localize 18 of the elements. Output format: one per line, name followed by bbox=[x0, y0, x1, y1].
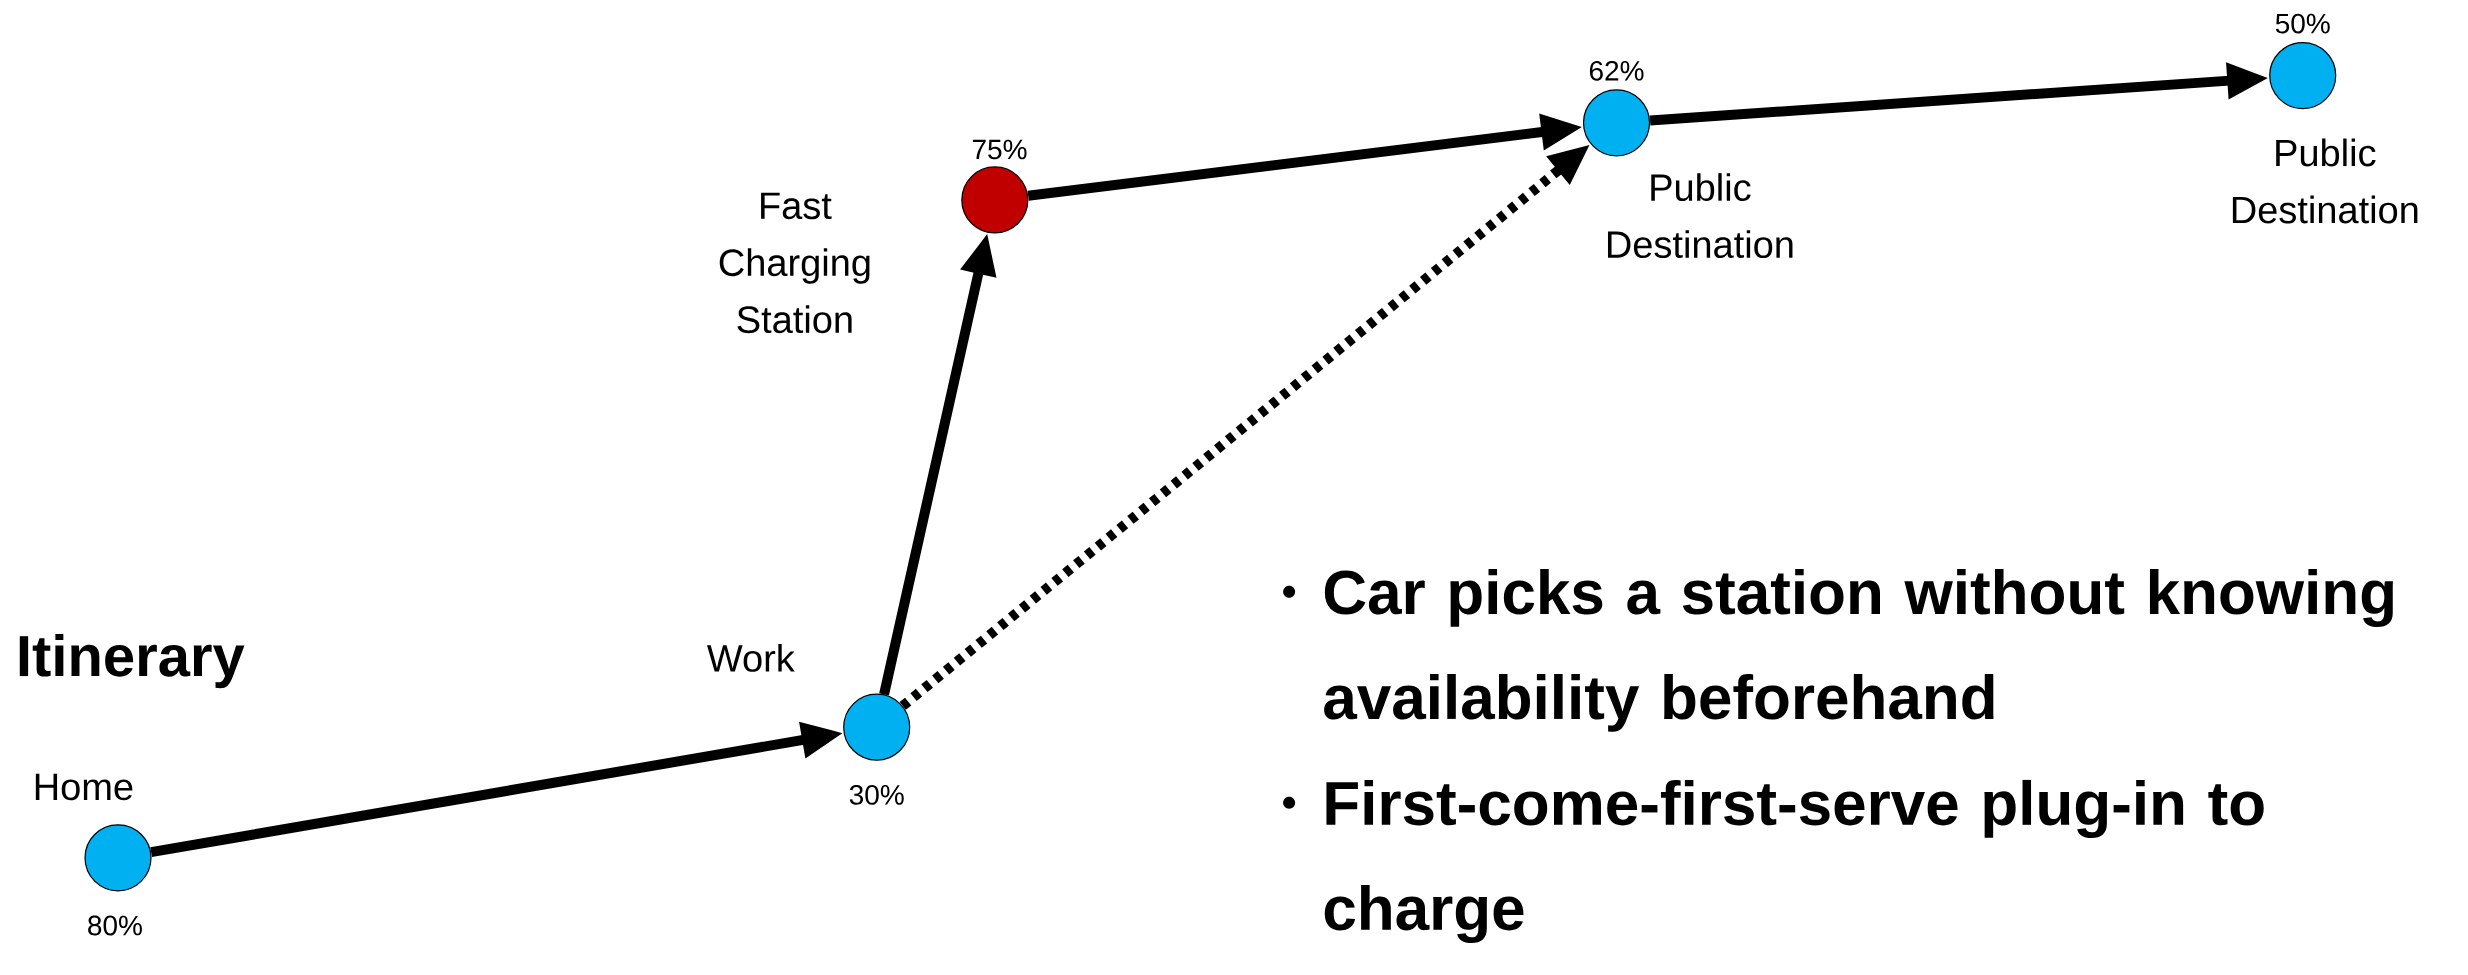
station-circle bbox=[1582, 89, 1651, 157]
heading: Itinerary bbox=[19, 634, 245, 689]
node-label: Home bbox=[35, 773, 133, 801]
node-label: Public Destination bbox=[1608, 173, 1793, 259]
bullet-text: First-come-first-serve plug-in to charge bbox=[1324, 779, 2264, 943]
node-label: 75% bbox=[972, 139, 1027, 160]
node-label: 50% bbox=[2275, 13, 2330, 34]
node-label: 62% bbox=[1589, 60, 1644, 81]
station-circle bbox=[843, 693, 911, 761]
node-label: Work bbox=[707, 643, 795, 672]
station-circle bbox=[961, 166, 1029, 234]
station-circle bbox=[84, 824, 152, 892]
bullet-text: Car picks a station without knowing availability beforehand bbox=[1324, 569, 2393, 732]
node-label: 80% bbox=[88, 915, 142, 936]
node-label: Fast Charging Station bbox=[719, 192, 870, 334]
node-label: Public Destination bbox=[2232, 138, 2418, 224]
node-label: 30% bbox=[849, 785, 904, 805]
station-circle bbox=[2269, 42, 2337, 110]
